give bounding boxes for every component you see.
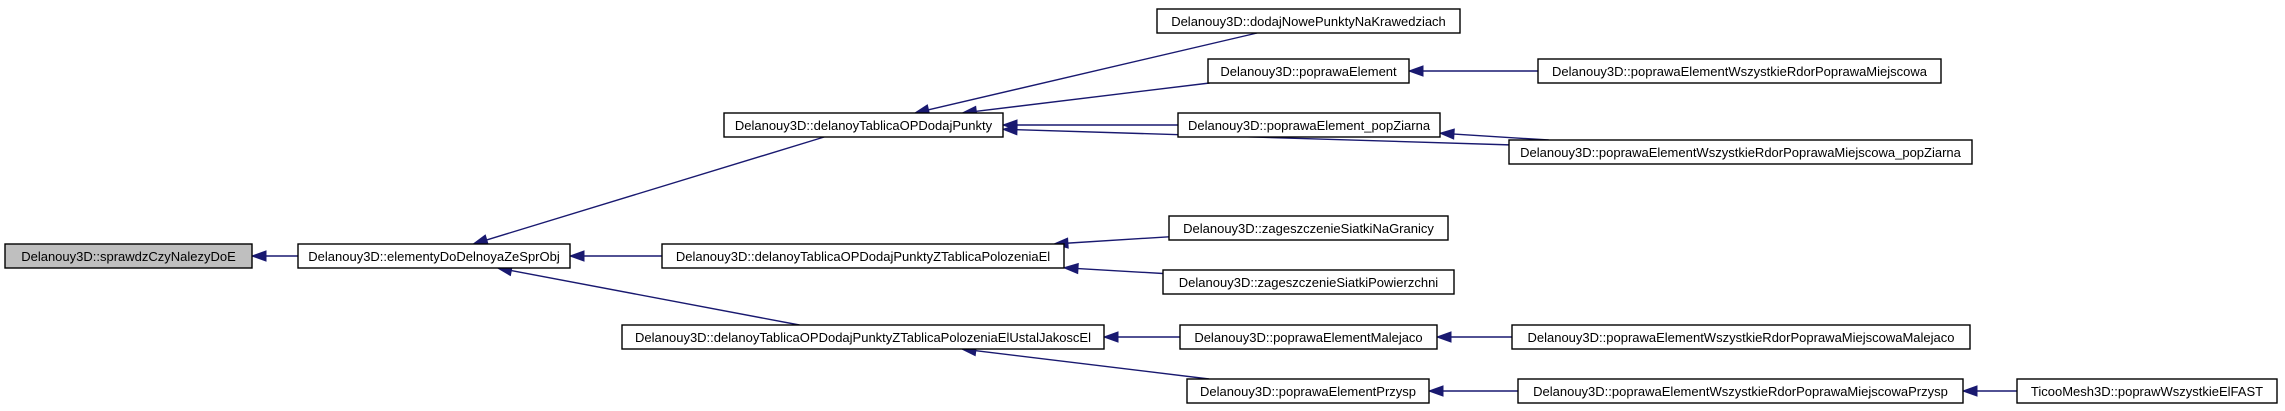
node-box: [297, 243, 571, 269]
call-edge: [976, 82, 1210, 113]
node-label: Delanouy3D::poprawaElementWszystkieRdorP…: [1552, 64, 1928, 79]
node-box: [1179, 324, 1438, 350]
node-box: [1511, 324, 1971, 350]
graph-node[interactable]: Delanouy3D::poprawaElementPrzysp: [1186, 378, 1430, 404]
node-label: TicooMesh3D::poprawWszystkieElFAST: [2031, 384, 2263, 399]
arrowhead-icon: [1001, 124, 1018, 136]
graph-node[interactable]: Delanouy3D::poprawaElement_popZiarna: [1177, 112, 1441, 138]
node-label: Delanouy3D::poprawaElementWszystkieRdorP…: [1520, 145, 1962, 160]
graph-node[interactable]: TicooMesh3D::poprawWszystkieElFAST: [2016, 378, 2278, 404]
call-edge: [1067, 236, 1170, 244]
arrowhead-icon: [1427, 385, 1444, 397]
node-box: [1517, 378, 1964, 404]
node-box: [723, 112, 1004, 138]
node-label: Delanouy3D::poprawaElementWszystkieRdorP…: [1527, 330, 1954, 345]
node-label: Delanouy3D::poprawaElement: [1220, 64, 1397, 79]
arrowhead-icon: [471, 234, 489, 246]
arrowhead-icon: [568, 250, 585, 262]
graph-node[interactable]: Delanouy3D::zageszczenieSiatkiPowierzchn…: [1162, 269, 1455, 295]
graph-node[interactable]: Delanouy3D::poprawaElementWszystkieRdorP…: [1508, 139, 1973, 165]
node-label: Delanouy3D::delanoyTablicaOPDodajPunktyZ…: [676, 249, 1050, 264]
node-box: [2016, 378, 2278, 404]
node-label: Delanouy3D::zageszczenieSiatkiNaGranicy: [1183, 221, 1434, 236]
graph-node[interactable]: Delanouy3D::poprawaElementWszystkieRdorP…: [1511, 324, 1971, 350]
node-box: [661, 243, 1065, 269]
graph-node[interactable]: Delanouy3D::delanoyTablicaOPDodajPunkty: [723, 112, 1004, 138]
node-label: Delanouy3D::delanoyTablicaOPDodajPunkty: [735, 118, 993, 133]
node-box: [1162, 269, 1455, 295]
arrowhead-icon: [1062, 262, 1079, 275]
arrowhead-icon: [1407, 65, 1424, 77]
node-label: Delanouy3D::elementyDoDelnoyaZeSprObj: [308, 249, 560, 264]
graph-node[interactable]: Delanouy3D::sprawdzCzyNalezyDoE: [4, 243, 253, 269]
arrowhead-icon: [1102, 331, 1119, 343]
node-label: Delanouy3D::dodajNowePunktyNaKrawedziach: [1171, 14, 1446, 29]
node-box: [621, 324, 1105, 350]
arrowhead-icon: [1435, 331, 1452, 343]
call-edge: [975, 349, 1210, 380]
call-edge: [928, 32, 1258, 111]
node-label: Delanouy3D::sprawdzCzyNalezyDoE: [21, 249, 236, 264]
call-edge: [1077, 267, 1164, 275]
node-box: [1177, 112, 1441, 138]
node-box: [1168, 215, 1449, 241]
call-edge: [1453, 133, 1549, 141]
node-box: [4, 243, 253, 269]
node-box: [1186, 378, 1430, 404]
graph-node[interactable]: Delanouy3D::poprawaElementMalejaco: [1179, 324, 1438, 350]
arrowhead-icon: [250, 250, 267, 262]
graph-node[interactable]: Delanouy3D::delanoyTablicaOPDodajPunktyZ…: [661, 243, 1065, 269]
graph-node[interactable]: Delanouy3D::dodajNowePunktyNaKrawedziach: [1156, 8, 1461, 34]
graph-node[interactable]: Delanouy3D::poprawaElementWszystkieRdorP…: [1517, 378, 1964, 404]
node-label: Delanouy3D::poprawaElementWszystkieRdorP…: [1533, 384, 1948, 399]
graph-node[interactable]: Delanouy3D::elementyDoDelnoyaZeSprObj: [297, 243, 571, 269]
call-edge: [486, 136, 825, 241]
arrowhead-icon: [1961, 385, 1978, 397]
node-label: Delanouy3D::poprawaElementMalejaco: [1194, 330, 1422, 345]
node-box: [1537, 58, 1942, 84]
node-label: Delanouy3D::poprawaElement_popZiarna: [1188, 118, 1431, 133]
node-box: [1508, 139, 1973, 165]
graph-node[interactable]: Delanouy3D::delanoyTablicaOPDodajPunktyZ…: [621, 324, 1105, 350]
node-label: Delanouy3D::poprawaElementPrzysp: [1200, 384, 1416, 399]
graph-node[interactable]: Delanouy3D::poprawaElementWszystkieRdorP…: [1537, 58, 1942, 84]
graph-node[interactable]: Delanouy3D::zageszczenieSiatkiNaGranicy: [1168, 215, 1449, 241]
node-box: [1207, 58, 1410, 84]
graph-node[interactable]: Delanouy3D::poprawaElement: [1207, 58, 1410, 84]
arrowhead-icon: [1438, 128, 1455, 140]
node-label: Delanouy3D::zageszczenieSiatkiPowierzchn…: [1179, 275, 1439, 290]
node-label: Delanouy3D::delanoyTablicaOPDodajPunktyZ…: [635, 330, 1091, 345]
node-box: [1156, 8, 1461, 34]
call-edge: [511, 269, 800, 326]
